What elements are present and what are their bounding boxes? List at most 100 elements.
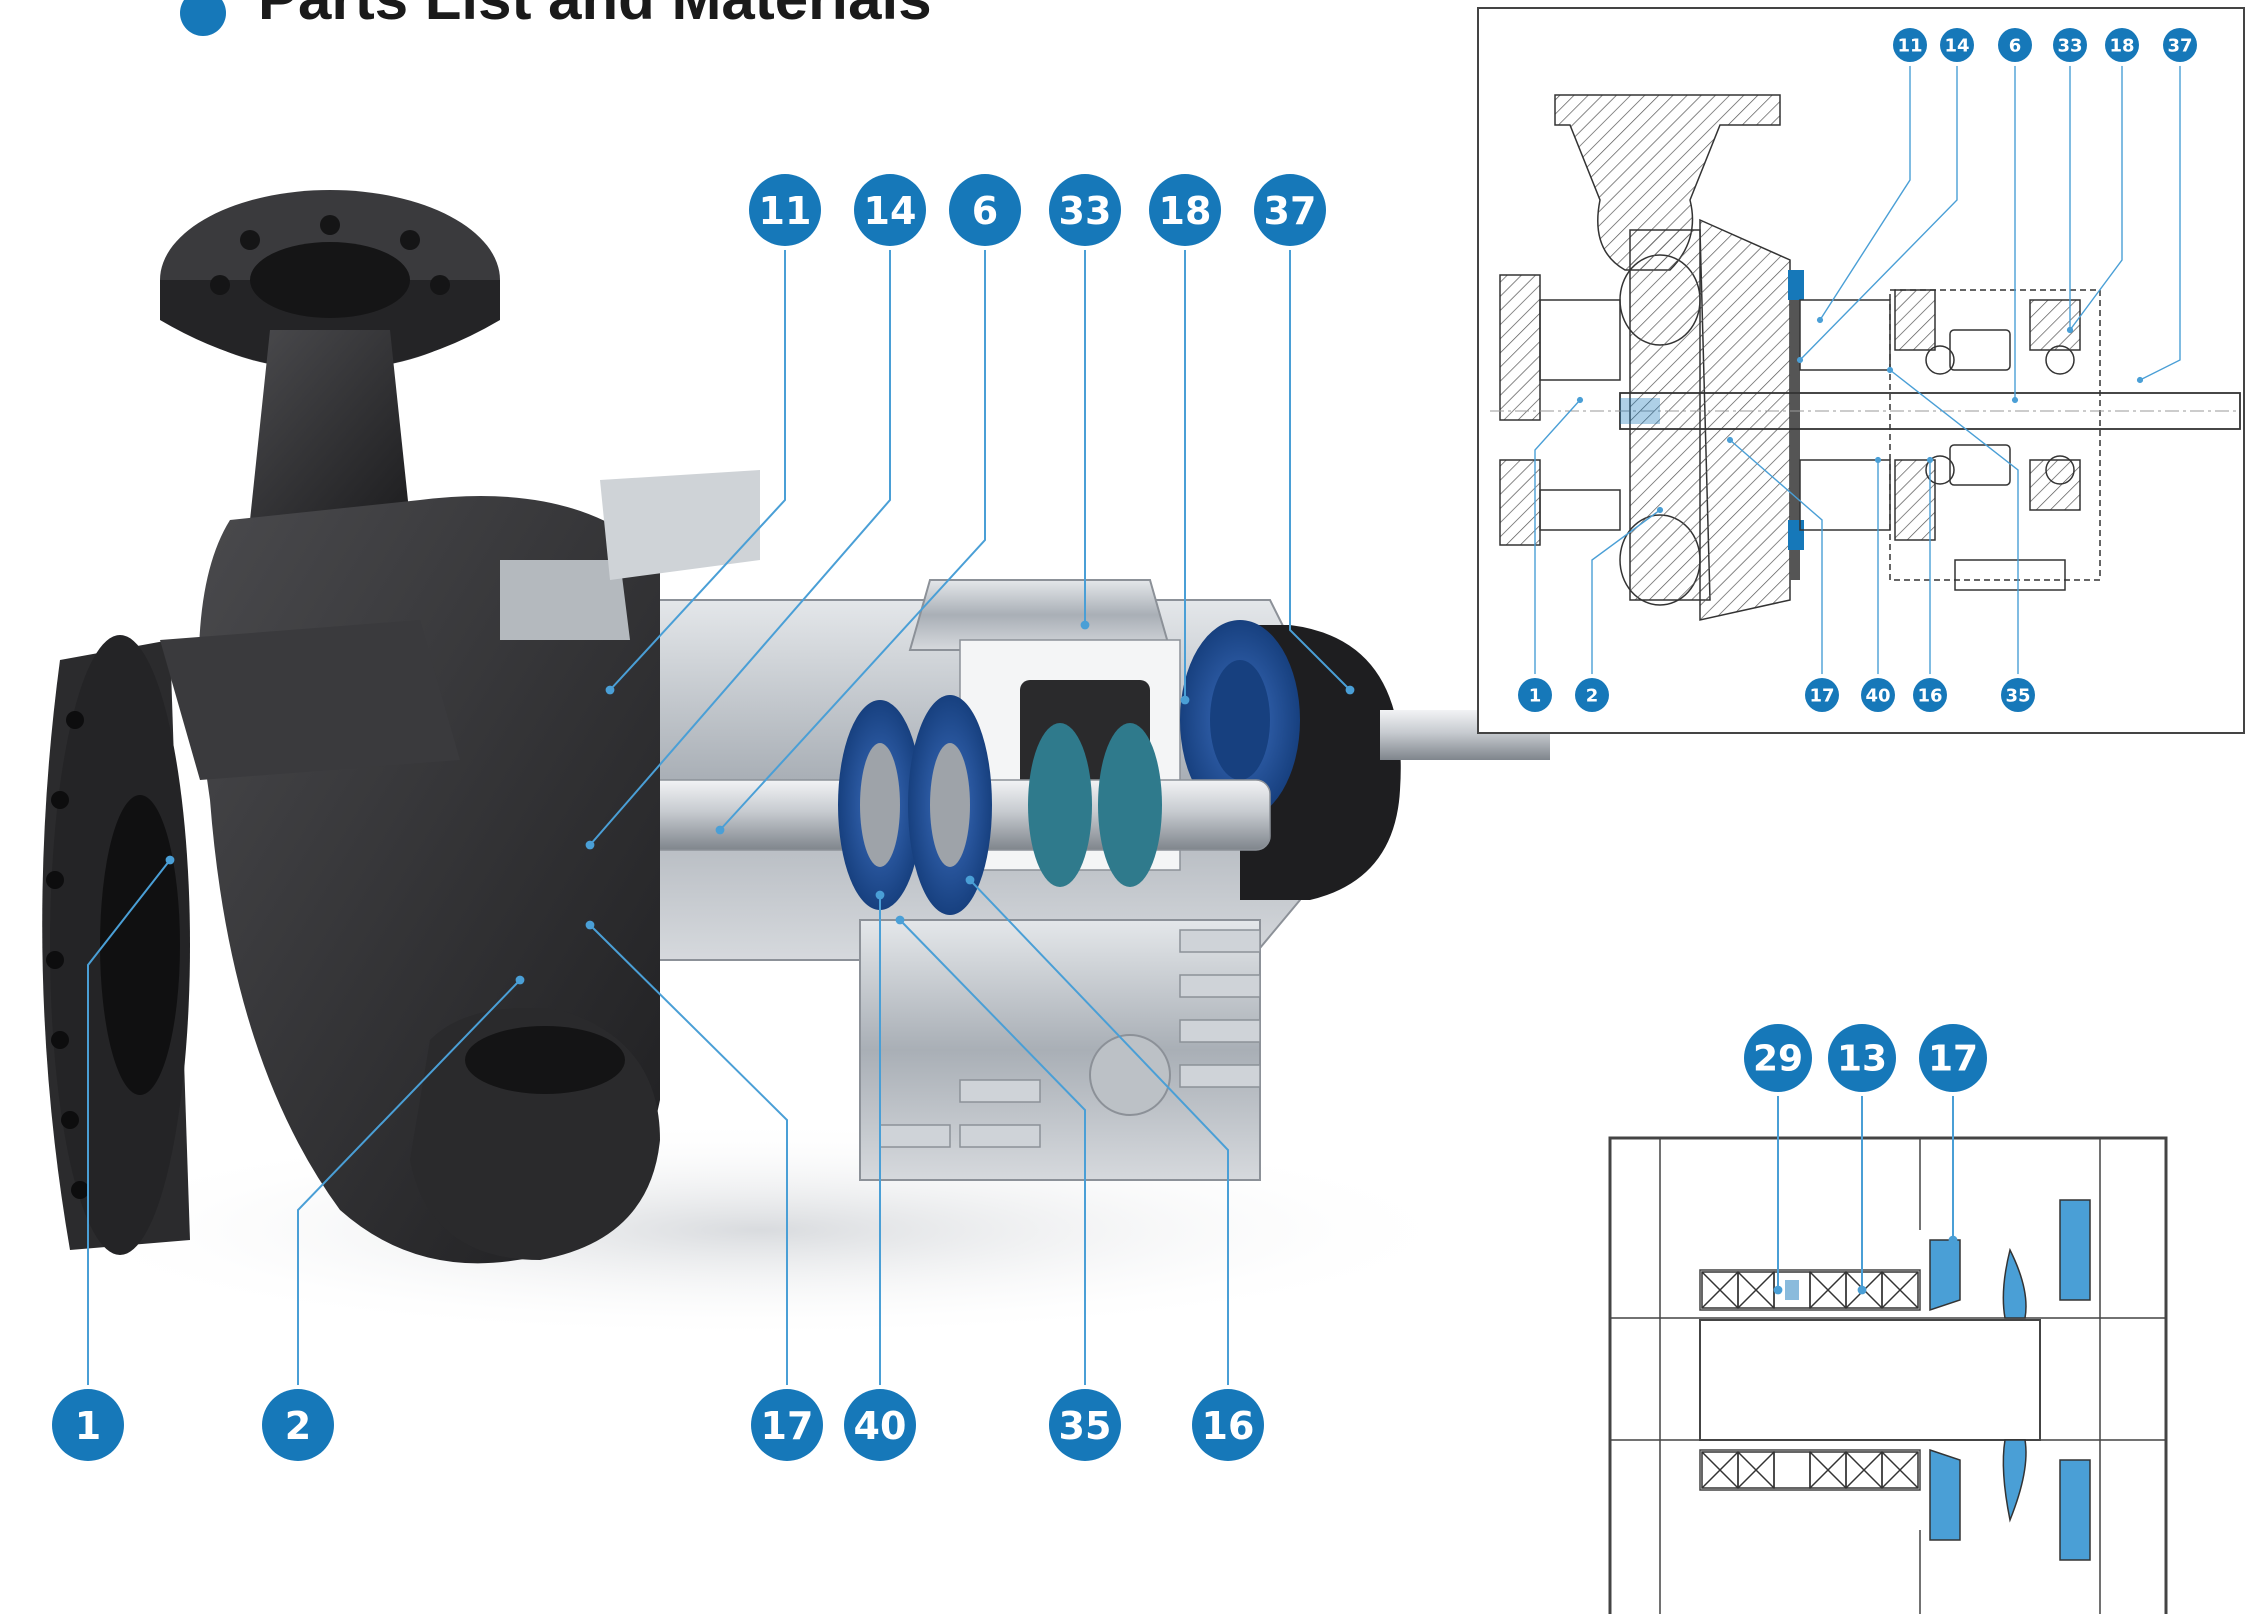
sectional-drawing bbox=[1477, 7, 2245, 734]
section-top-leader-dot-6 bbox=[2011, 396, 2019, 404]
section-bottom-badge-16: 16 bbox=[1909, 674, 1951, 716]
pump-casing bbox=[42, 190, 760, 1264]
main-badge-circle-35 bbox=[1049, 1389, 1121, 1461]
packing-badge-label-13: 13 bbox=[1837, 1039, 1887, 1080]
section-bottom-badge-40: 40 bbox=[1857, 674, 1899, 716]
section-bottom-leader-2 bbox=[1591, 509, 1661, 675]
main-badge-circle-37 bbox=[1254, 174, 1326, 246]
section-top-leader-dot-18 bbox=[2066, 326, 2074, 334]
section-top-badge-6: 6 bbox=[1994, 24, 2036, 66]
main-badge-label-17: 17 bbox=[761, 1404, 814, 1448]
packing-leader-dot-29 bbox=[1773, 1285, 1783, 1295]
main-badge-14: 14 bbox=[850, 170, 930, 250]
main-leader-dot-33 bbox=[1080, 620, 1090, 630]
section-top-badge-label-37: 37 bbox=[2167, 36, 2192, 57]
section-bottom-leader-1 bbox=[1534, 399, 1581, 675]
packing-badge-29: 29 bbox=[1740, 1020, 1816, 1096]
main-leader-2 bbox=[297, 979, 521, 1389]
section-top-badge-11: 11 bbox=[1889, 24, 1931, 66]
section-bottom-badge-17: 17 bbox=[1801, 674, 1843, 716]
main-badge-circle-1 bbox=[52, 1389, 124, 1461]
section-top-badge-circle-11 bbox=[1893, 28, 1927, 62]
section-top-badge-18: 18 bbox=[2101, 24, 2143, 66]
section-bottom-badge-label-1: 1 bbox=[1529, 686, 1542, 707]
section-bottom-badge-circle-16 bbox=[1913, 678, 1947, 712]
main-leader-dot-17 bbox=[585, 920, 595, 930]
section-bottom-leader-dot-16 bbox=[1926, 456, 1934, 464]
packing-badge-label-29: 29 bbox=[1753, 1039, 1803, 1080]
main-badge-33: 33 bbox=[1045, 170, 1125, 250]
section-top-badge-circle-18 bbox=[2105, 28, 2139, 62]
section-top-badge-label-33: 33 bbox=[2057, 36, 2082, 57]
main-badge-label-11: 11 bbox=[759, 189, 812, 233]
section-bottom-leader-dot-1 bbox=[1576, 396, 1584, 404]
section-top-leader-18 bbox=[2069, 65, 2123, 331]
section-top-badge-label-11: 11 bbox=[1897, 36, 1922, 57]
packing-badge-circle-13 bbox=[1828, 1024, 1896, 1092]
pump-cutaway-illustration bbox=[40, 190, 1550, 1340]
main-leader-dot-18 bbox=[1180, 695, 1190, 705]
main-badge-label-18: 18 bbox=[1159, 189, 1212, 233]
main-leader-11 bbox=[609, 246, 786, 691]
main-badge-circle-2 bbox=[262, 1389, 334, 1461]
section-top-badge-label-14: 14 bbox=[1944, 36, 1969, 57]
section-bottom-badge-circle-2 bbox=[1575, 678, 1609, 712]
section-top-leader-dot-14 bbox=[1796, 356, 1804, 364]
section-bottom-badge-circle-35 bbox=[2001, 678, 2035, 712]
main-badge-37: 37 bbox=[1250, 170, 1330, 250]
main-badge-40: 40 bbox=[840, 1385, 920, 1465]
section-bottom-leader-dot-35 bbox=[1886, 366, 1894, 374]
main-badge-6: 6 bbox=[945, 170, 1025, 250]
section-top-badge-33: 33 bbox=[2049, 24, 2091, 66]
section-top-badge-37: 37 bbox=[2159, 24, 2201, 66]
packing-leader-dot-17 bbox=[1948, 1235, 1958, 1245]
main-leader-dot-37 bbox=[1345, 685, 1355, 695]
section-top-badge-circle-14 bbox=[1940, 28, 1974, 62]
packing-seal-detail bbox=[1608, 1136, 2168, 1614]
section-bottom-badge-label-40: 40 bbox=[1865, 686, 1890, 707]
main-badge-2: 2 bbox=[258, 1385, 338, 1465]
main-leader-6 bbox=[719, 246, 986, 831]
main-badge-circle-6 bbox=[949, 174, 1021, 246]
section-top-badge-14: 14 bbox=[1936, 24, 1978, 66]
packing-badge-circle-29 bbox=[1744, 1024, 1812, 1092]
main-badge-17: 17 bbox=[747, 1385, 827, 1465]
main-badge-circle-18 bbox=[1149, 174, 1221, 246]
main-badge-label-16: 16 bbox=[1202, 1404, 1255, 1448]
seal-rings bbox=[558, 695, 1162, 915]
main-leader-dot-14 bbox=[585, 840, 595, 850]
section-top-leader-11 bbox=[1819, 65, 1911, 321]
main-badge-label-1: 1 bbox=[75, 1404, 101, 1448]
main-leader-17 bbox=[589, 924, 788, 1389]
main-badge-label-14: 14 bbox=[864, 189, 917, 233]
section-bottom-badge-label-17: 17 bbox=[1809, 686, 1834, 707]
section-bottom-badge-1: 1 bbox=[1514, 674, 1556, 716]
section-top-badge-circle-6 bbox=[1998, 28, 2032, 62]
main-badge-label-35: 35 bbox=[1059, 1404, 1112, 1448]
section-bottom-badge-35: 35 bbox=[1997, 674, 2039, 716]
packing-badge-label-17: 17 bbox=[1928, 1039, 1978, 1080]
section-top-leader-37 bbox=[2139, 65, 2181, 381]
section-bottom-badge-circle-1 bbox=[1518, 678, 1552, 712]
section-bottom-badge-label-35: 35 bbox=[2005, 686, 2030, 707]
title-bullet-icon bbox=[180, 0, 226, 36]
main-leader-dot-2 bbox=[515, 975, 525, 985]
main-leader-dot-11 bbox=[605, 685, 615, 695]
packing-badge-13: 13 bbox=[1824, 1020, 1900, 1096]
section-bottom-leader-dot-17 bbox=[1726, 436, 1734, 444]
main-badge-label-33: 33 bbox=[1059, 189, 1112, 233]
section-bottom-badge-label-16: 16 bbox=[1917, 686, 1942, 707]
main-leader-dot-6 bbox=[715, 825, 725, 835]
end-cover bbox=[1180, 620, 1550, 900]
main-badge-circle-40 bbox=[844, 1389, 916, 1461]
section-top-leader-dot-11 bbox=[1816, 316, 1824, 324]
main-leader-dot-35 bbox=[895, 915, 905, 925]
main-badge-16: 16 bbox=[1188, 1385, 1268, 1465]
main-leader-dot-40 bbox=[875, 890, 885, 900]
main-badge-18: 18 bbox=[1145, 170, 1225, 250]
main-badge-11: 11 bbox=[745, 170, 825, 250]
leader-lines bbox=[87, 65, 2181, 1389]
main-badge-circle-17 bbox=[751, 1389, 823, 1461]
